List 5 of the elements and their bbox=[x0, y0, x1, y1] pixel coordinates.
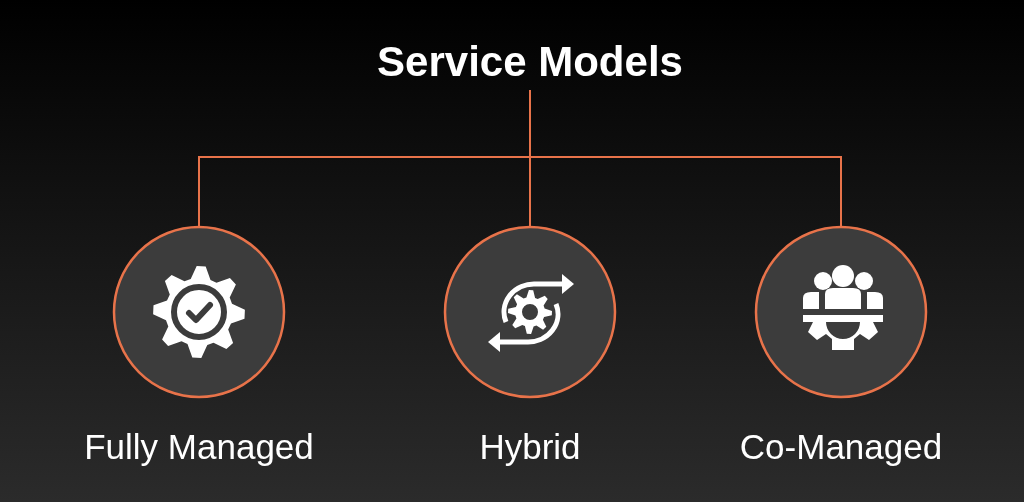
heading-text: Service Models bbox=[377, 38, 683, 86]
node-label: Co-Managed bbox=[739, 427, 943, 467]
node-label: Fully Managed bbox=[84, 427, 314, 467]
node-label: Hybrid bbox=[479, 427, 581, 467]
connector-line bbox=[529, 89, 842, 228]
